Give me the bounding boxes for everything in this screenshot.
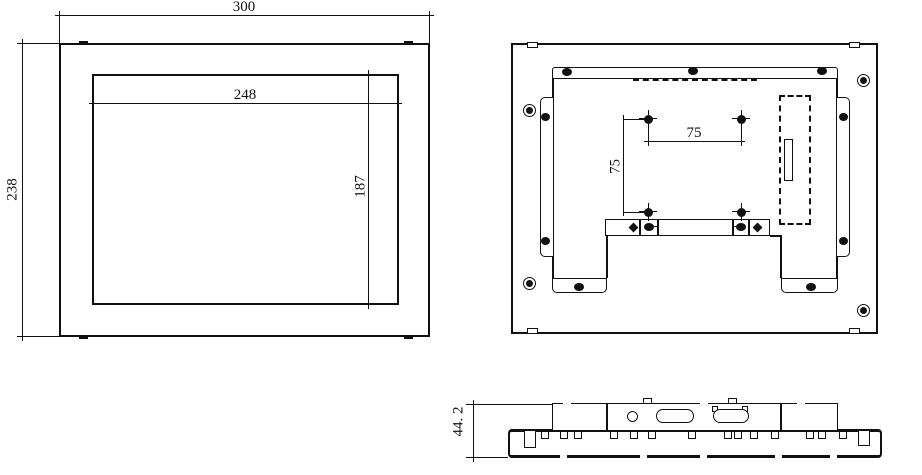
clip-tab <box>818 431 826 439</box>
frame-clip-mark <box>79 41 88 45</box>
edge-notch <box>849 42 860 48</box>
screw-head <box>806 283 816 291</box>
edge-gap <box>563 403 571 405</box>
dim-line-display-height <box>368 70 369 309</box>
serial-connector-icon <box>713 409 749 423</box>
extension-line <box>741 124 742 146</box>
power-jack-icon <box>627 411 638 422</box>
cover-section-divider <box>780 403 782 430</box>
strip-divider <box>639 219 641 236</box>
rear-cover-profile <box>552 403 838 430</box>
clip-tab <box>630 431 638 439</box>
clip-tab <box>648 431 656 439</box>
clip-tab <box>560 431 568 439</box>
dim-line-display-width <box>89 103 402 104</box>
corner-screw-center <box>526 280 533 287</box>
screw-head <box>839 237 848 245</box>
dim-label-vesa-v: 75 <box>607 159 624 174</box>
edge-gap <box>830 455 837 458</box>
vesa-hole <box>644 208 653 217</box>
cover-leg-inner-edge <box>606 236 608 278</box>
clip-tab <box>839 431 847 439</box>
screw-head <box>541 237 550 245</box>
cover-top-tab <box>728 398 737 404</box>
cover-section-divider <box>606 403 608 430</box>
clip-tab <box>734 431 742 439</box>
extension-line <box>17 336 59 337</box>
dim-line-width <box>55 15 434 16</box>
dim-line-vesa-h <box>644 141 745 142</box>
strip-divider <box>748 219 750 236</box>
edge-gap <box>560 455 567 458</box>
edge-gap <box>640 455 647 458</box>
dim-label-vesa-h: 75 <box>686 125 702 141</box>
screw-head <box>562 68 572 76</box>
cutout-slot <box>784 139 793 181</box>
hidden-cutout-outline <box>779 95 811 225</box>
dim-line-vesa-v <box>623 115 624 216</box>
cover-cutout-edge <box>770 235 782 237</box>
extension-line <box>466 457 508 458</box>
dim-label-depth: 44. 2 <box>450 406 467 437</box>
front-display-area <box>92 74 399 305</box>
corner-screw-center <box>526 107 533 114</box>
edge-gap <box>797 403 805 405</box>
clip-tab <box>750 431 758 439</box>
edge-notch <box>527 328 538 334</box>
clip-tab <box>806 431 814 439</box>
clip-tab <box>771 431 779 439</box>
clip-tab <box>574 431 582 439</box>
screw-head <box>736 223 746 231</box>
screw-head <box>688 67 698 75</box>
screw-head <box>644 223 654 231</box>
dim-line-depth <box>473 400 474 462</box>
extension-line <box>429 11 430 43</box>
edge-notch <box>849 328 860 334</box>
clip-tab <box>688 431 696 439</box>
clip-tab <box>610 431 618 439</box>
dim-label-display-width: 248 <box>233 87 257 103</box>
mount-bracket-left <box>540 97 554 257</box>
dim-label-overall-width: 300 <box>232 0 256 15</box>
edge-notch <box>527 42 538 48</box>
vent-slots <box>633 79 757 81</box>
screw-head <box>574 283 584 291</box>
clip-tab <box>724 431 732 439</box>
vga-connector-icon <box>656 409 694 423</box>
screw-head <box>839 113 848 121</box>
cover-top-tab <box>643 398 652 404</box>
bezel-end-slot <box>858 431 870 446</box>
edge-gap <box>700 455 707 458</box>
vesa-hole <box>644 115 653 124</box>
extension-line <box>623 119 644 120</box>
extension-line <box>17 43 59 44</box>
screw-head <box>817 67 827 75</box>
frame-clip-mark <box>79 335 88 339</box>
edge-gap <box>775 455 782 458</box>
extension-line <box>466 404 552 405</box>
dim-label-overall-height: 238 <box>4 178 21 201</box>
edge-gap <box>700 403 708 405</box>
cover-leg-inner-edge <box>780 236 782 278</box>
extension-line <box>648 124 649 146</box>
extension-line <box>59 11 60 43</box>
dim-label-display-height: 187 <box>352 175 369 198</box>
vesa-hole <box>737 208 746 217</box>
vesa-hole <box>737 115 746 124</box>
screw-head <box>541 113 550 121</box>
corner-screw-center <box>860 307 867 314</box>
bezel-end-slot <box>524 431 536 448</box>
strip-divider <box>732 219 734 236</box>
strip-divider <box>657 219 659 236</box>
extension-line <box>623 212 644 213</box>
clip-tab <box>541 431 549 439</box>
corner-screw-center <box>860 77 867 84</box>
frame-clip-mark <box>404 41 413 45</box>
mount-bracket-right <box>836 97 850 257</box>
frame-clip-mark <box>404 335 413 339</box>
dim-line-height <box>22 39 23 341</box>
